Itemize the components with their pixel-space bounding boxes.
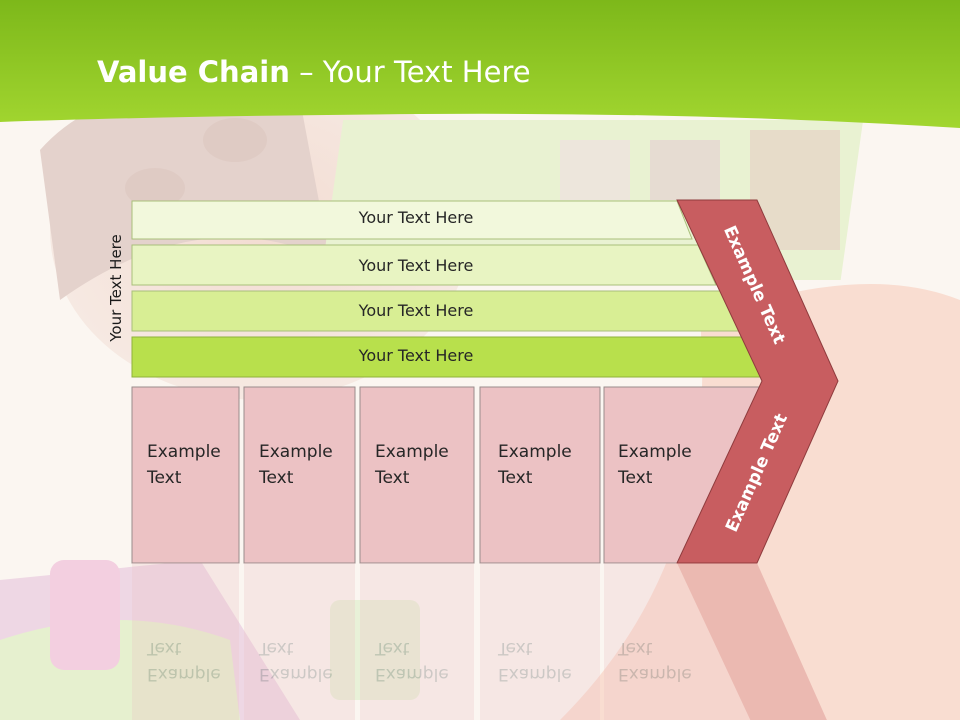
activity-3-line1: Example	[375, 442, 449, 462]
activity-1-line1: Example	[147, 442, 221, 462]
margin-chevron	[676, 199, 839, 564]
reflection-text-1-line2: Text	[147, 638, 182, 658]
activity-box-4	[479, 386, 601, 564]
reflection-text-1: Example Text	[147, 635, 221, 687]
support-bar-2	[131, 244, 717, 286]
activity-2-line2: Text	[259, 468, 294, 488]
reflection-text-3: Example Text	[375, 635, 449, 687]
activity-box-1	[131, 386, 240, 564]
activity-3-line2: Text	[375, 468, 410, 488]
reflection-text-3-line2: Text	[375, 638, 410, 658]
activity-box-3	[359, 386, 475, 564]
activity-box-2	[243, 386, 356, 564]
support-bar-1-label: Your Text Here	[358, 208, 474, 227]
header-band	[0, 0, 960, 128]
activity-5-line1: Example	[618, 442, 692, 462]
support-bar-2-label: Your Text Here	[358, 256, 474, 275]
reflection-text-4: Example Text	[498, 635, 572, 687]
slide-title-bold: Value Chain	[97, 55, 290, 89]
reflection-text-1-line1: Example	[147, 664, 221, 684]
slide-title: Value Chain – Your Text Here	[97, 55, 531, 89]
activity-5-line2: Text	[618, 468, 653, 488]
slide-title-rest: – Your Text Here	[289, 55, 531, 89]
reflection-text-5-line2: Text	[618, 638, 653, 658]
diagram-reflection: Example Text Example Text Example Text Exam…	[0, 563, 960, 720]
support-bar-4-label: Your Text Here	[358, 346, 474, 365]
reflection-text-4-line1: Example	[498, 664, 572, 684]
reflection-text-2: Example Text	[259, 635, 333, 687]
reflection-text-3-line1: Example	[375, 664, 449, 684]
reflection-shapes	[132, 563, 838, 720]
reflection-text-5-line1: Example	[618, 664, 692, 684]
reflection-text-2-line1: Example	[259, 664, 333, 684]
reflection-text-4-line2: Text	[498, 638, 533, 658]
activity-2-line1: Example	[259, 442, 333, 462]
activity-4-line2: Text	[498, 468, 533, 488]
activity-4-line1: Example	[498, 442, 572, 462]
support-bar-1	[131, 200, 693, 240]
reflection-text-2-line2: Text	[259, 638, 294, 658]
support-bar-3-label: Your Text Here	[358, 301, 474, 320]
reflection-text-5: Example Text	[618, 635, 692, 687]
activity-1-line2: Text	[147, 468, 182, 488]
